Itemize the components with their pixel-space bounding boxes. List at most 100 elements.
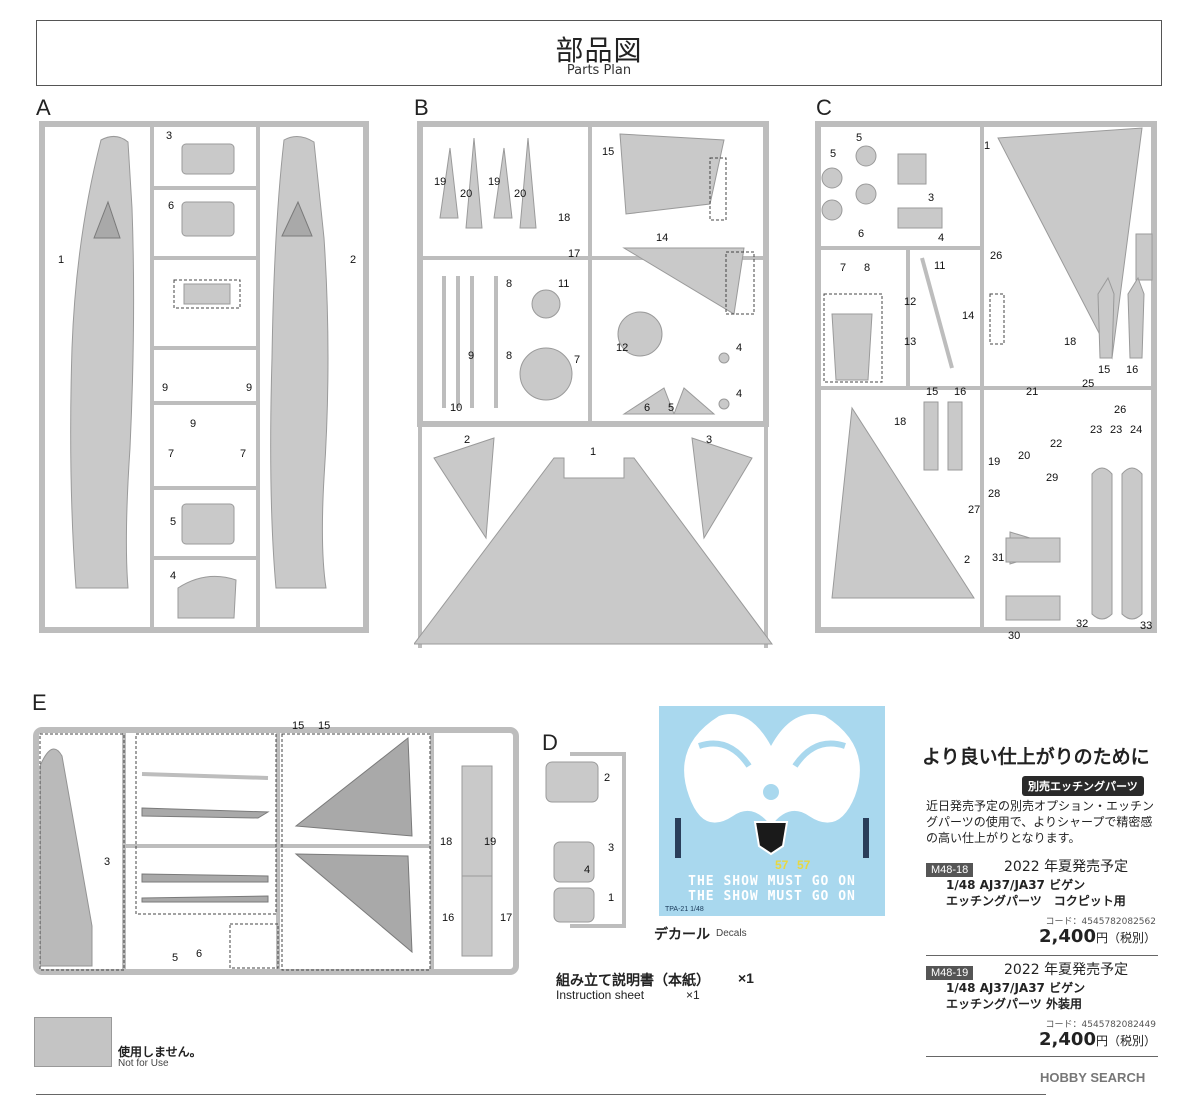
part-number: 2 <box>964 554 971 566</box>
price-value: 2,400 <box>1039 1029 1096 1050</box>
decal-sheet: 57 57 THE SHOW MUST GO ON THE SHOW MUST … <box>659 706 885 916</box>
product-name-line2: エッチングパーツ コクピット用 <box>946 894 1126 908</box>
part-number: 17 <box>500 912 513 924</box>
part-number: 6 <box>196 948 203 960</box>
product-m48-19: M48-19 2022 年夏発売予定 1/48 AJ37/JA37 ビゲン エッ… <box>926 961 1158 1055</box>
part-number: 7 <box>574 354 581 366</box>
part-number: 18 <box>440 836 453 848</box>
part-number: 25 <box>1082 378 1095 390</box>
part-number: 27 <box>968 504 981 516</box>
part-number: 1 <box>984 140 991 152</box>
promo-body: 近日発売予定の別売オプション・エッチングパーツの使用で、よりシャープで精密感の高… <box>926 799 1155 845</box>
product-price: 2,400円（税別） <box>1039 926 1156 947</box>
instruction-label-jp: 組み立て説明書（本紙） <box>556 972 710 988</box>
part-number: 17 <box>568 248 581 260</box>
part-number: 10 <box>450 402 463 414</box>
decal-caption-en: Decals <box>716 928 747 939</box>
promo-badge: 別売エッチングパーツ <box>1022 776 1144 796</box>
part-number: 4 <box>736 342 743 354</box>
instruction-qty-en: ×1 <box>686 988 700 1002</box>
part-number: 23 <box>1090 424 1103 436</box>
product-jan-code: コード：4545782082449 <box>1045 1020 1156 1030</box>
part-number: 9 <box>190 418 197 430</box>
part-number: 11 <box>934 260 946 272</box>
part-number: 32 <box>1076 618 1089 630</box>
decal-slogan: THE SHOW MUST GO ON <box>688 874 856 889</box>
product-price: 2,400円（税別） <box>1039 1029 1156 1050</box>
part-number: 31 <box>992 552 1005 564</box>
part-number: 23 <box>1110 424 1123 436</box>
sprue-d <box>545 752 626 928</box>
sprue-c-letter: C <box>816 95 832 120</box>
part-number: 18 <box>558 212 571 224</box>
decal-slogan: THE SHOW MUST GO ON <box>688 889 856 904</box>
part-number: 11 <box>558 278 570 290</box>
part-number: 5 <box>856 132 863 144</box>
not-for-use-label-en: Not for Use <box>118 1058 169 1069</box>
price-unit: 円 <box>1095 1034 1108 1048</box>
part-number: 15 <box>292 720 305 732</box>
part-number: 4 <box>736 388 743 400</box>
part-number: 16 <box>954 386 967 398</box>
part-number: 15 <box>1098 364 1111 376</box>
product-divider <box>926 1056 1158 1057</box>
part-number: 3 <box>706 434 713 446</box>
part-number: 14 <box>962 310 975 322</box>
part-number: 19 <box>488 176 501 188</box>
part-number: 30 <box>1008 630 1021 642</box>
part-number: 3 <box>104 856 111 868</box>
part-number: 21 <box>1026 386 1039 398</box>
part-number: 1 <box>590 446 597 458</box>
part-number: 26 <box>1114 404 1127 416</box>
part-number: 5 <box>170 516 177 528</box>
part-number: 2 <box>604 772 611 784</box>
watermark: HOBBY SEARCH <box>1040 1070 1146 1085</box>
promo-heading: より良い仕上がりのために <box>922 746 1150 768</box>
part-number: 6 <box>644 402 651 414</box>
part-number: 28 <box>988 488 1001 500</box>
part-number: 7 <box>840 262 847 274</box>
product-release: 2022 年夏発売予定 <box>1004 859 1129 875</box>
decal-sheet-code: TPA-21 1/48 <box>665 906 704 913</box>
part-number: 19 <box>484 836 497 848</box>
sprue-b-letter: B <box>414 95 429 120</box>
part-number: 3 <box>928 192 935 204</box>
part-number: 9 <box>162 382 169 394</box>
part-number: 4 <box>938 232 945 244</box>
product-code: M48-18 <box>926 863 974 877</box>
part-number: 5 <box>668 402 675 414</box>
part-number: 1 <box>608 892 615 904</box>
decal-caption-jp: デカール <box>654 926 710 942</box>
part-number: 2 <box>350 254 357 266</box>
part-number: 12 <box>616 342 629 354</box>
sprue-a <box>39 121 369 633</box>
part-number: 13 <box>904 336 917 348</box>
part-number: 7 <box>168 448 175 460</box>
part-number: 18 <box>894 416 907 428</box>
parts-plan-title-box: 部品図 Parts Plan <box>36 20 1162 86</box>
decal-number: 57 <box>797 858 811 872</box>
part-number: 8 <box>506 350 513 362</box>
decal-artwork <box>675 714 869 858</box>
part-number: 3 <box>608 842 615 854</box>
part-number: 14 <box>656 232 669 244</box>
instruction-qty-jp: ×1 <box>738 970 754 986</box>
part-number: 33 <box>1140 620 1153 632</box>
part-number: 6 <box>168 200 175 212</box>
sprue-e-letter: E <box>32 690 47 715</box>
product-code: M48-19 <box>926 966 974 980</box>
part-number: 18 <box>1064 336 1077 348</box>
part-number: 20 <box>1018 450 1031 462</box>
price-value: 2,400 <box>1039 926 1096 947</box>
part-number: 20 <box>514 188 527 200</box>
product-name-line1: 1/48 AJ37/JA37 ビゲン <box>946 878 1086 892</box>
product-release: 2022 年夏発売予定 <box>1004 962 1129 978</box>
part-number: 16 <box>1126 364 1139 376</box>
part-number: 24 <box>1130 424 1143 436</box>
product-name-line2: エッチングパーツ 外装用 <box>946 997 1082 1011</box>
part-number: 20 <box>460 188 473 200</box>
part-number: 5 <box>172 952 179 964</box>
part-number: 1 <box>58 254 65 266</box>
price-unit: 円 <box>1095 931 1108 945</box>
part-number: 22 <box>1050 438 1063 450</box>
